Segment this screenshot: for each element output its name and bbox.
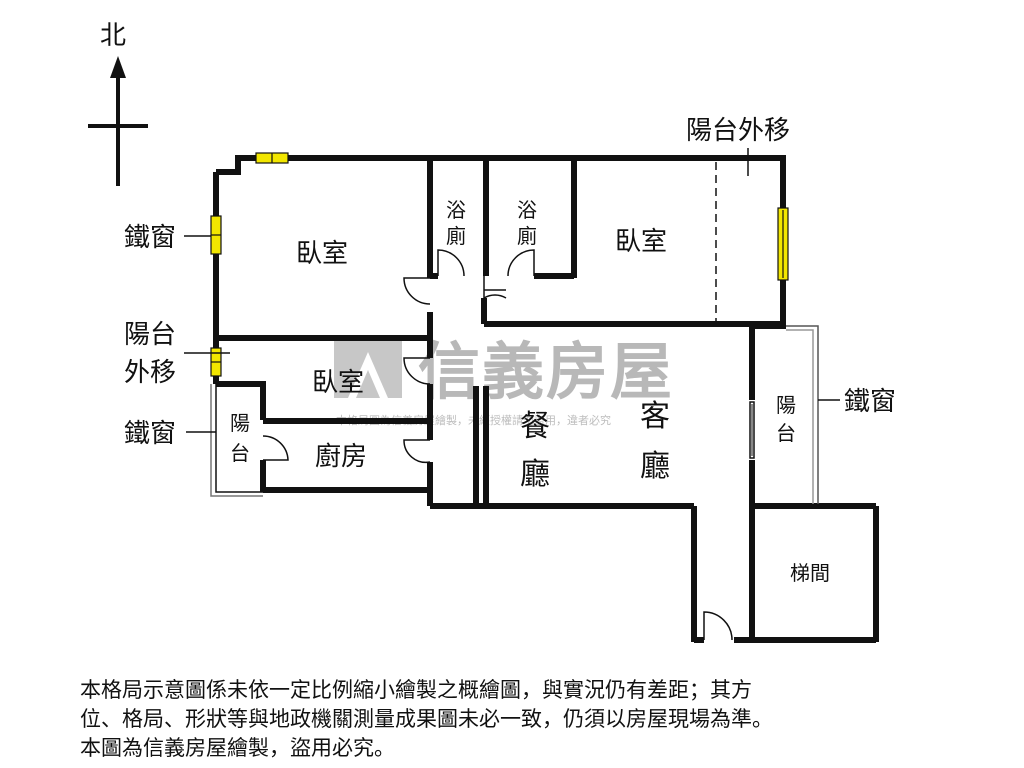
label-balcony-moved-left-1: 陽台 xyxy=(124,320,176,350)
label-iron-window-top: 鐵窗 xyxy=(124,223,176,253)
room-living-line1: 客 xyxy=(640,399,670,434)
label-balcony-moved-top: 陽台外移 xyxy=(686,116,790,146)
room-dining-line2: 廳 xyxy=(520,457,550,492)
door-bath2 xyxy=(507,249,535,277)
door-kitchen xyxy=(403,439,431,464)
label-iron-window-bottom: 鐵窗 xyxy=(124,419,176,449)
annotations: 鐵窗 陽台 外移 鐵窗 陽台外移 鐵窗 xyxy=(124,116,896,449)
floor-plan: 信義房屋 本格局圖為信義房屋繪製，未經授權請勿盜用，違者必究 北 xyxy=(88,21,896,643)
north-compass: 北 xyxy=(88,21,148,186)
disclaimer-line-2: 位、格局、形狀等與地政機關測量成果圖未必一致，仍須以房屋現場為準。 xyxy=(80,707,773,731)
brand-logo-icon xyxy=(334,340,402,398)
windows xyxy=(210,152,789,377)
room-labels: 臥室 浴 廁 浴 廁 臥室 臥室 陽 台 廚房 餐 廳 客 廳 陽 台 梯間 xyxy=(230,198,830,585)
disclaimer-line-3: 本圖為信義房屋繪製，盜用必究。 xyxy=(80,736,395,760)
room-balcony-e-line2: 台 xyxy=(776,421,796,445)
room-bath2-line1: 浴 xyxy=(517,198,537,222)
label-iron-window-right: 鐵窗 xyxy=(844,387,896,417)
door-entrance xyxy=(703,611,733,641)
walls xyxy=(213,155,879,643)
room-living-line2: 廳 xyxy=(640,449,670,484)
door-bath1 xyxy=(437,249,465,277)
room-balcony-e-line1: 陽 xyxy=(776,393,796,417)
room-bath1-line2: 廁 xyxy=(446,224,466,248)
room-bath2-line2: 廁 xyxy=(517,224,537,248)
room-kitchen: 廚房 xyxy=(315,442,367,472)
door-bedroom-mid xyxy=(403,357,431,385)
thin-lines xyxy=(210,162,819,504)
watermark: 信義房屋 本格局圖為信義房屋繪製，未經授權請勿盜用，違者必究 xyxy=(334,335,674,427)
door-bedroom-ne xyxy=(483,276,507,300)
north-label: 北 xyxy=(100,21,126,51)
room-stairwell: 梯間 xyxy=(790,561,830,585)
watermark-brand: 信義房屋 xyxy=(418,335,674,408)
leader-lines xyxy=(184,148,840,433)
doors xyxy=(262,249,733,641)
north-arrow-icon xyxy=(110,56,126,78)
door-bedroom-nw xyxy=(403,277,431,305)
label-balcony-moved-left-2: 外移 xyxy=(124,358,176,388)
disclaimer-line-1: 本格局示意圖係未依一定比例縮小繪製之概繪圖，與實況仍有差距；其方 xyxy=(80,678,752,702)
disclaimer: 本格局示意圖係未依一定比例縮小繪製之概繪圖，與實況仍有差距；其方 位、格局、形狀… xyxy=(80,676,980,763)
room-dining-line1: 餐 xyxy=(520,409,550,444)
room-bath1-line1: 浴 xyxy=(446,198,466,222)
room-bedroom-nw: 臥室 xyxy=(296,239,348,269)
door-balcony-w xyxy=(262,435,289,461)
room-balcony-w-line1: 陽 xyxy=(230,411,250,435)
room-bedroom-mid: 臥室 xyxy=(312,368,364,398)
room-balcony-w-line2: 台 xyxy=(230,441,250,465)
room-bedroom-ne: 臥室 xyxy=(615,227,667,257)
